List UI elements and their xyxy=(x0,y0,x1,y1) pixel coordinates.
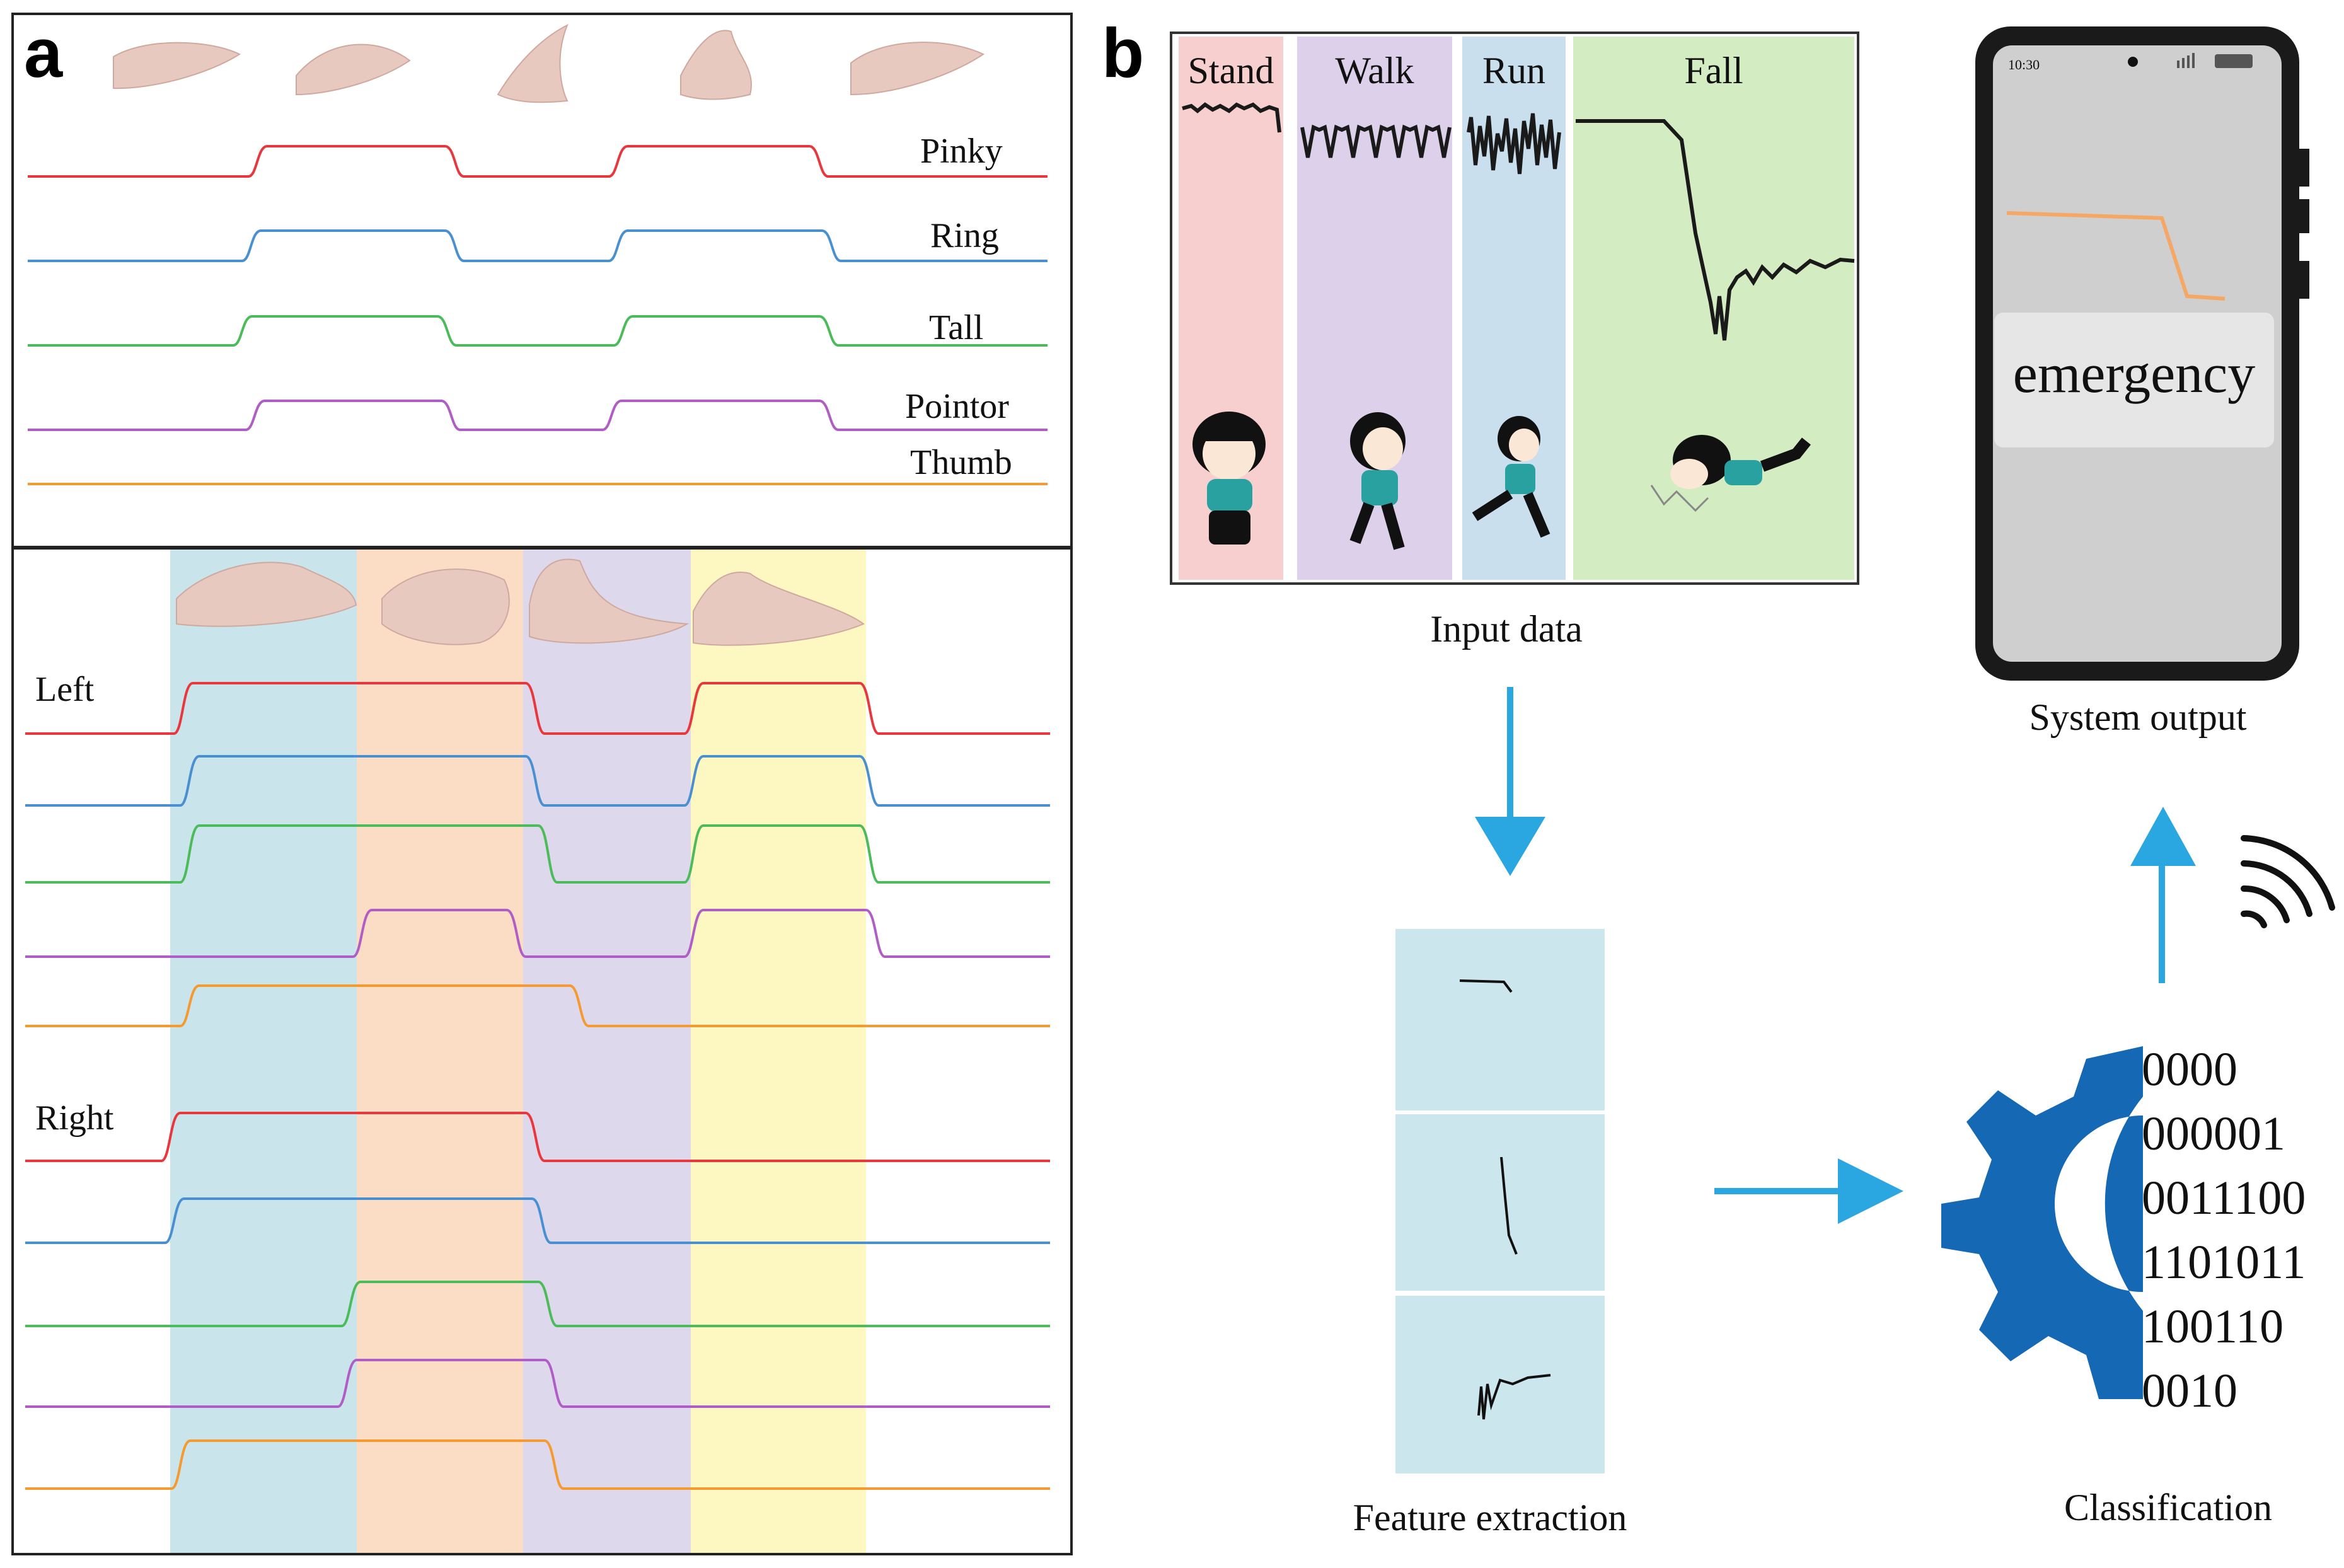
phone-time: 10:30 xyxy=(2008,57,2040,72)
figure-run-icon xyxy=(1472,416,1550,538)
panel-a-letter: a xyxy=(24,14,63,92)
phone-signal-icon xyxy=(2177,53,2195,68)
left-trace-2 xyxy=(25,755,1050,807)
figure-walk-icon xyxy=(1349,412,1406,550)
activity-label-walk: Walk xyxy=(1335,50,1414,91)
binary-line-1: 0000 xyxy=(2142,1043,2237,1096)
signal-walk xyxy=(1300,124,1452,158)
trace-label-pointor: Pointor xyxy=(905,387,1009,426)
system-output-label: System output xyxy=(2029,696,2246,738)
binary-line-6: 0010 xyxy=(2142,1364,2237,1417)
top-traces xyxy=(28,145,1048,485)
binary-line-5: 100110 xyxy=(2142,1300,2283,1353)
hand-thumbsup-flat-icon xyxy=(693,572,865,646)
panel-b: b Stand Walk Run Fall xyxy=(1102,14,2335,1538)
phone-side-button-1 xyxy=(2298,149,2309,187)
panel-b-letter: b xyxy=(1102,14,1144,92)
phone-battery-icon xyxy=(2215,54,2253,68)
activity-label-fall: Fall xyxy=(1684,50,1743,91)
feature-extraction-box: Feature extraction xyxy=(1353,929,1627,1538)
hand-raise-icon xyxy=(529,558,690,644)
two-hands-pointing-icon xyxy=(176,562,357,627)
right-trace-5 xyxy=(25,1439,1050,1490)
hand-open-2-icon xyxy=(850,42,985,96)
classification-label: Classification xyxy=(2064,1487,2272,1528)
hand-pinch-icon xyxy=(497,23,569,103)
left-trace-4 xyxy=(25,909,1050,958)
phone-fall-signal xyxy=(2006,211,2226,301)
alert-box xyxy=(1994,313,2274,447)
hand-thumbsup-icon xyxy=(680,30,752,100)
phone-side-button-2 xyxy=(2298,199,2309,233)
arrow-down xyxy=(1475,687,1545,876)
right-trace-4 xyxy=(25,1359,1050,1408)
left-hand-label: Left xyxy=(35,670,95,709)
trace-label-pinky: Pinky xyxy=(920,132,1003,171)
feature-signal-2 xyxy=(1500,1156,1518,1255)
activity-label-stand: Stand xyxy=(1188,50,1274,91)
panel-a: a Pinky Ring Tall Pointor Thumb xyxy=(11,13,1073,1555)
gesture-band-4 xyxy=(691,550,866,1553)
signal-stand xyxy=(1182,102,1281,133)
alert-text: emergency xyxy=(2013,343,2255,405)
phone-side-button-3 xyxy=(2298,261,2309,299)
arrow-right xyxy=(1714,1158,1903,1224)
activity-fall-band xyxy=(1573,37,1854,580)
top-trace-4 xyxy=(28,400,1048,431)
top-trace-2 xyxy=(28,229,1048,262)
right-trace-2 xyxy=(25,1197,1050,1244)
signal-run xyxy=(1467,113,1561,175)
binary-line-3: 0011100 xyxy=(2142,1172,2306,1225)
hand-open-icon xyxy=(113,42,241,89)
classification-gear-icon xyxy=(1941,1046,2143,1399)
panel-a-bottom-frame xyxy=(11,547,1073,1555)
top-trace-3 xyxy=(28,315,1048,347)
activity-label-run: Run xyxy=(1482,50,1545,91)
wireless-signal-icon xyxy=(2241,835,2335,928)
feature-extraction-label: Feature extraction xyxy=(1353,1497,1627,1538)
bottom-traces xyxy=(25,682,1050,1490)
feature-signal-1 xyxy=(1459,979,1513,993)
hand-bent-icon xyxy=(296,43,411,96)
signal-fall xyxy=(1576,119,1855,341)
activity-signals xyxy=(1182,102,1855,341)
feature-signal-3 xyxy=(1477,1374,1551,1420)
left-trace-1 xyxy=(25,682,1050,735)
hand-images-bottom xyxy=(176,558,865,646)
gesture-bands xyxy=(170,550,866,1553)
input-data-label: Input data xyxy=(1430,608,1583,650)
gesture-band-1 xyxy=(170,550,357,1553)
right-trace-3 xyxy=(25,1281,1050,1327)
top-trace-1 xyxy=(28,145,1048,178)
right-hand-label: Right xyxy=(35,1098,114,1138)
left-trace-5 xyxy=(25,984,1050,1027)
feature-cell-2 xyxy=(1395,1114,1605,1291)
input-data-box: Stand Walk Run Fall xyxy=(1170,32,1859,650)
arrow-up xyxy=(2130,807,2196,983)
two-hands-clasp-icon xyxy=(381,568,510,645)
binary-output: 0000 000001 0011100 1101011 100110 0010 xyxy=(2142,1043,2306,1417)
trace-label-ring: Ring xyxy=(930,216,999,255)
phone: 10:30 emergency System output xyxy=(1975,26,2309,738)
right-trace-1 xyxy=(25,1112,1050,1162)
figure-stand-icon xyxy=(1192,412,1266,545)
feature-cell-1 xyxy=(1395,929,1605,1110)
gesture-band-2 xyxy=(357,550,523,1553)
hand-images-top xyxy=(113,23,985,103)
input-data-frame xyxy=(1170,32,1859,585)
gesture-band-3 xyxy=(523,550,691,1553)
phone-camera-icon xyxy=(2128,57,2138,67)
binary-line-4: 1101011 xyxy=(2142,1236,2306,1289)
left-trace-3 xyxy=(25,824,1050,884)
feature-cell-3 xyxy=(1395,1296,1605,1473)
trace-label-tall: Tall xyxy=(929,308,983,347)
figure-fall-icon xyxy=(1650,435,1811,512)
trace-label-thumb: Thumb xyxy=(910,443,1012,482)
binary-line-2: 000001 xyxy=(2142,1107,2285,1160)
activity-run-band xyxy=(1462,37,1566,580)
